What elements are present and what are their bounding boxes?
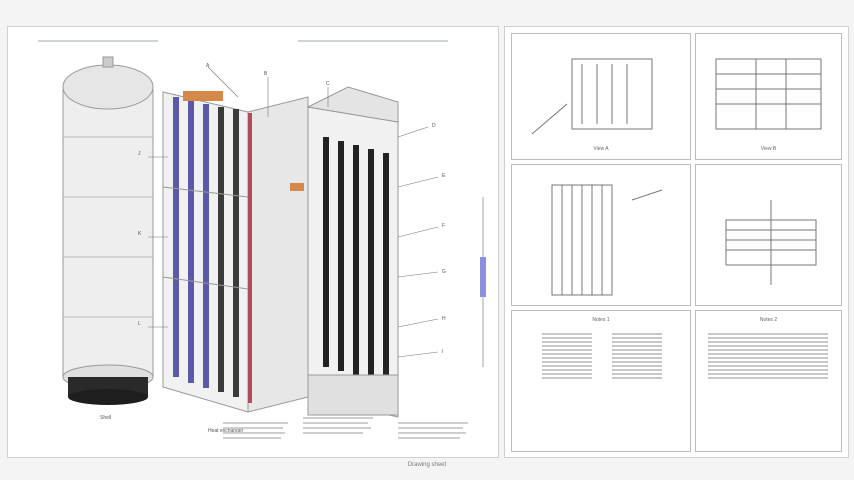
callout-label: E — [442, 173, 446, 179]
detail-panel-3 — [511, 164, 691, 306]
callout-label: L — [138, 321, 141, 327]
callout-label: A — [206, 63, 210, 69]
illustration-sheet: A B C D E F G H I J K L Shell Heat excha… — [7, 26, 499, 458]
panel-caption: Notes 2 — [759, 317, 778, 323]
callout-label: B — [264, 71, 268, 77]
panel-caption: View B — [760, 146, 777, 152]
exploded-view-drawing: A B C D E F G H I J K L Shell Heat excha… — [38, 40, 486, 439]
callout-label: C — [326, 81, 330, 87]
callout-label: J — [138, 151, 141, 157]
vessel-label: Shell — [100, 415, 111, 421]
callout-label: D — [432, 123, 436, 129]
callout-leaders — [148, 66, 439, 358]
detail-panel-2: View B — [695, 33, 842, 160]
detail-panel-1: View A — [511, 33, 691, 160]
detail-panel-5: Notes 1 — [511, 310, 691, 452]
tube-bundle-front — [162, 91, 309, 413]
callout-label: G — [442, 269, 446, 275]
panel-caption: View A — [593, 146, 609, 152]
callout-label: I — [442, 349, 443, 355]
tube-bundle-rear — [290, 86, 399, 418]
callout-label: H — [442, 316, 446, 322]
detail-sheet: View A View B — [504, 26, 849, 458]
scale-bar — [480, 197, 486, 367]
notes-block — [223, 417, 468, 439]
panel-caption: Notes 1 — [592, 317, 610, 323]
pressure-vessel — [62, 56, 154, 405]
footer-caption: Drawing sheet — [407, 462, 447, 468]
detail-panel-6: Notes 2 — [695, 310, 842, 452]
left-note: Heat exchanger — [208, 428, 244, 434]
callout-label: K — [138, 231, 142, 237]
callout-label: F — [442, 223, 445, 229]
detail-panel-4 — [695, 164, 842, 306]
